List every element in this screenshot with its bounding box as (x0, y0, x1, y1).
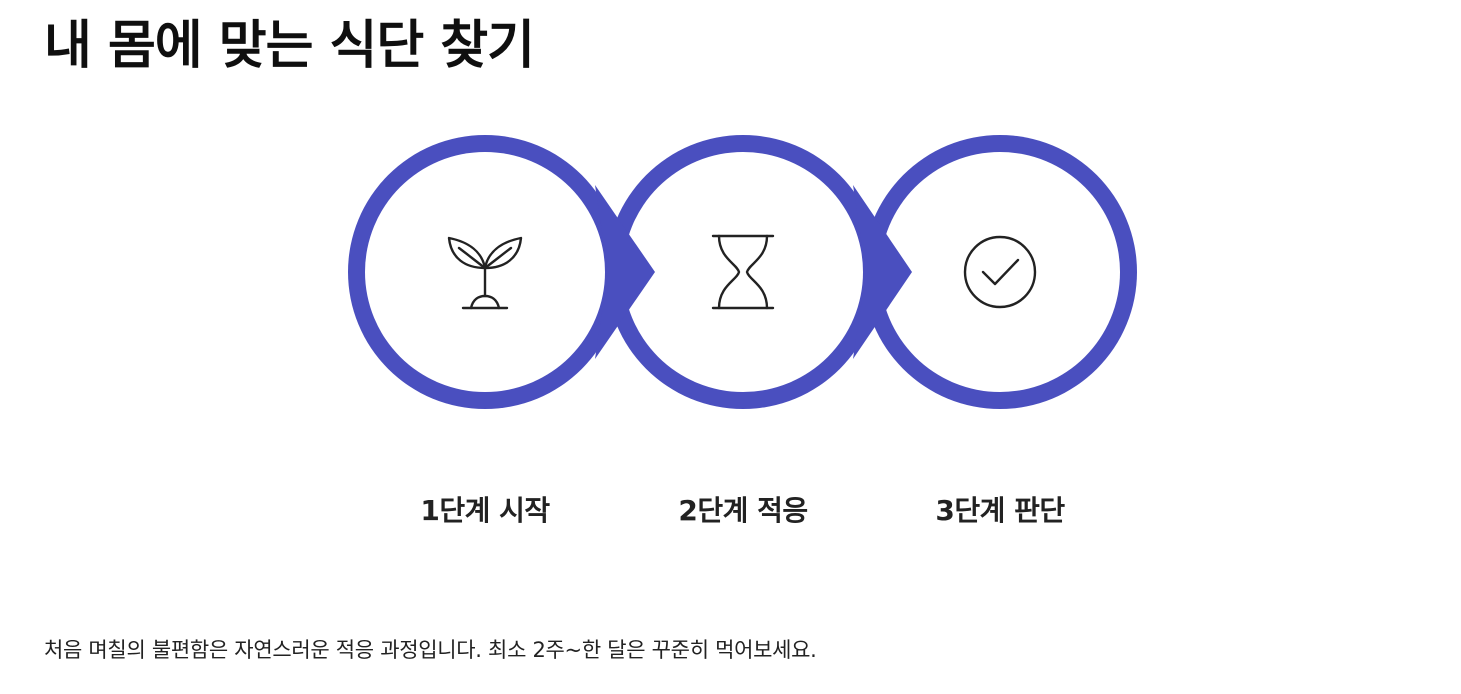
step-process-svg (348, 135, 1137, 409)
page-title: 내 몸에 맞는 식단 찾기 (44, 16, 535, 76)
hourglass-icon (711, 234, 775, 310)
step-3-label: 3단계 판단 (935, 494, 1065, 527)
step-2-arrow (853, 185, 912, 359)
step-3-ring (863, 135, 1137, 409)
step-1-label: 1단계 시작 (420, 494, 550, 527)
step-2-ring (606, 135, 880, 409)
step-process-diagram (340, 125, 1150, 420)
footnote-text: 처음 며칠의 불편함은 자연스러운 적응 과정입니다. 최소 2주~한 달은 꾸… (44, 638, 817, 662)
step-2-label: 2단계 적응 (678, 494, 808, 527)
check-circle-icon (963, 235, 1037, 309)
step-labels: 1단계 시작 2단계 적응 3단계 판단 (0, 488, 1461, 538)
sprout-icon (447, 236, 523, 310)
step-1-arrow (595, 185, 655, 359)
